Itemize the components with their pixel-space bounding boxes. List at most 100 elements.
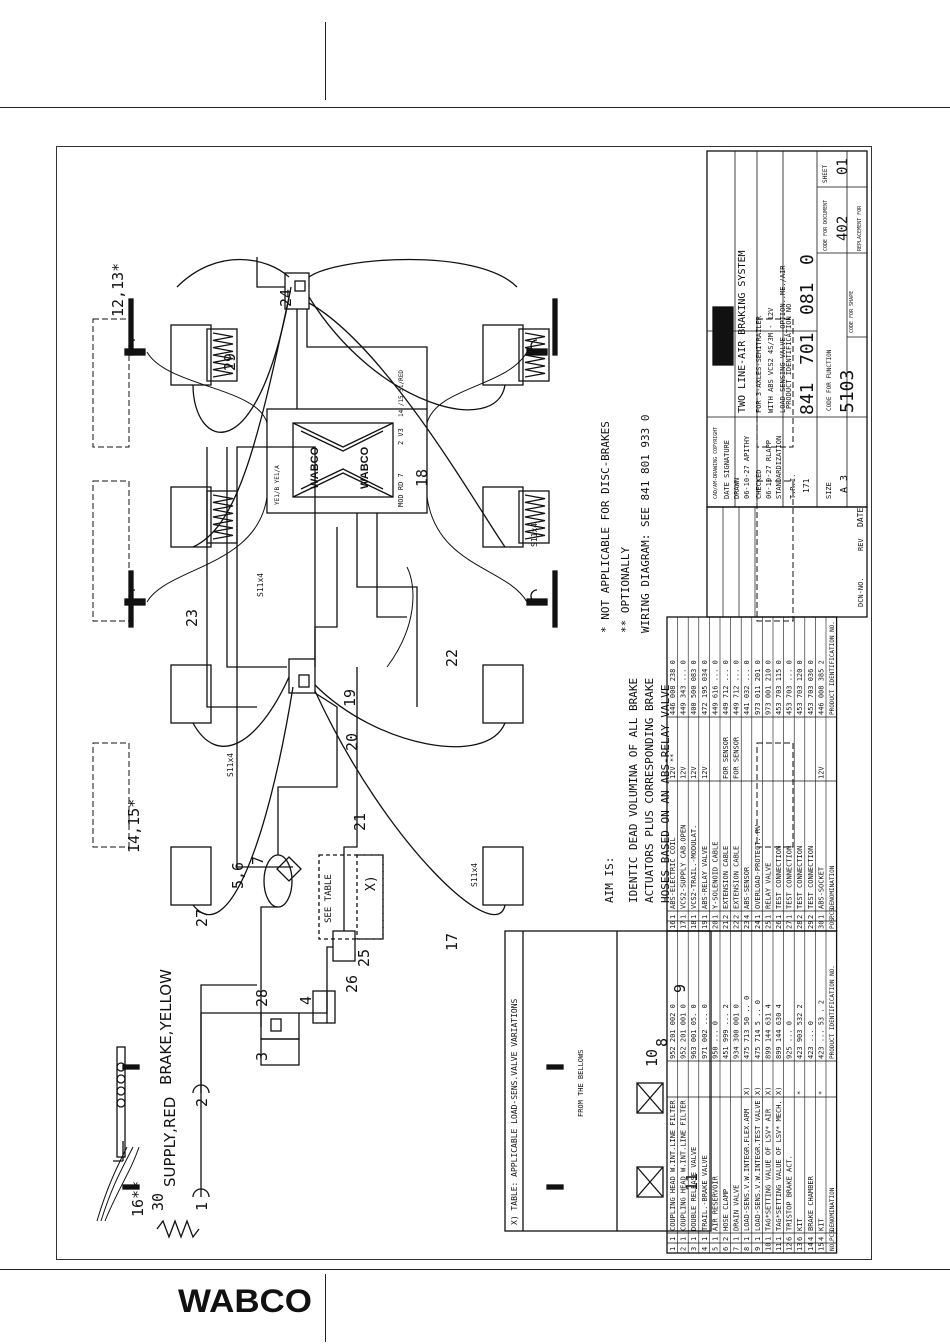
parts-right-cell: 453 703 ... 0 — [786, 660, 794, 715]
sensor-cable — [426, 496, 528, 603]
double-release-valve — [260, 1012, 300, 1040]
parts-left-cell: 6 — [796, 1237, 804, 1241]
parts-right-cell: 17 — [680, 921, 688, 929]
revision-block — [706, 506, 868, 618]
parts-left-cell: 971 002 ... 0 — [701, 1004, 709, 1059]
parts-right-cell: 2 — [722, 915, 730, 919]
part-number-group: 841 — [797, 382, 818, 415]
parts-left-cell: 2 — [722, 1237, 730, 1241]
parts-left-cell: 12 — [786, 1243, 794, 1251]
parts-left-cell: 8 — [743, 1247, 751, 1251]
parts-right-cell: 453 703 120 0 — [796, 660, 804, 715]
parts-right-cell: 449 712 ... 0 — [733, 660, 741, 715]
parts-left-cell: 11 — [775, 1243, 783, 1251]
brake-hose — [192, 686, 294, 916]
trailer-wheel-icon — [116, 1074, 126, 1084]
product-id-label: PRODUCT IDENTIFICATION NO — [785, 304, 793, 409]
parts-right-cell: 22 — [733, 921, 741, 929]
trailer-wheel-icon — [116, 1062, 126, 1072]
parts-right-cell: OVERLOAD-PROTECT.-RV — [754, 824, 762, 909]
replacement-label: REPLACEMENT FOR — [857, 205, 863, 251]
wabco-logo: WABCO — [178, 1283, 312, 1318]
parts-right-cell: 400 500 083 0 — [690, 660, 698, 715]
parts-right-cell: 453 703 115 0 — [775, 660, 783, 715]
parts-right-cell: VCS2-SUPPLY CAB.OPEN — [680, 825, 688, 909]
checked-value: 06-10-27 RLAPP — [765, 440, 773, 499]
brake-hose — [314, 690, 506, 916]
brake-chamber — [482, 846, 524, 906]
axle-stub — [122, 1064, 140, 1070]
parts-right-cell: 449 712 ... 0 — [722, 660, 730, 715]
components — [92, 272, 794, 1198]
parts-right-cell: EXTENSION CABLE — [722, 846, 730, 909]
ecu-logo-text: WABCO — [359, 446, 371, 489]
lsv-valve-symbol — [636, 1082, 664, 1114]
parts-left-cell: X) — [764, 1087, 772, 1095]
parts-left-cell: DRAIN VALVE — [733, 1185, 741, 1231]
parts-left-cell: 451 999 ... 2 — [722, 1004, 730, 1059]
parts-right-cell: 441 032 ... 0 — [743, 660, 751, 715]
air-line — [306, 309, 428, 409]
callout-2: 2 — [193, 1098, 211, 1107]
see-table-label: SEE TABLE — [324, 874, 334, 923]
parts-left-cell: 1 — [680, 1237, 688, 1241]
callout-10: 10 — [643, 1049, 661, 1067]
parts-right-cell: FOR SENSOR — [733, 736, 741, 779]
date-signature-label: DATE SIGNATURE — [723, 440, 731, 499]
parts-left-cell: 899 144 630 4 — [775, 1004, 783, 1059]
brake-hose — [192, 676, 290, 747]
parts-left-cell: 475 714 5 .. 0 — [754, 1000, 762, 1059]
aim-line: HOSES BASED ON AN ABS-RELAY VALVE — [659, 684, 672, 903]
modulator-plate — [292, 422, 394, 498]
parts-right-cell: 30 — [817, 921, 825, 929]
parts-left-cell: TRISTOP BRAKE ACT. — [786, 1155, 794, 1231]
parts-right-cell: 4 — [743, 915, 751, 919]
parts-list — [504, 150, 868, 1254]
bottom-rule — [0, 1269, 950, 1270]
tristop-chamber-spring-housing — [206, 490, 238, 544]
double-release-valve — [260, 1038, 300, 1066]
parts-left-cell: 1 — [733, 1237, 741, 1241]
parts-right-cell: 449 343 ... 0 — [680, 660, 688, 715]
parts-right-cell: 20 — [711, 921, 719, 929]
sheet-number: 01 — [835, 158, 851, 175]
callout-1: 1 — [193, 1202, 211, 1211]
code-for-document-label: CODE FOR DOCUMENT — [823, 200, 829, 251]
parts-right-cell: 1 — [711, 915, 719, 919]
parts-right-cell: VCS2-TRAIL.-MODULAT. — [690, 825, 698, 909]
callout-11: 11 — [683, 1173, 701, 1191]
lsv-table-frame — [504, 930, 712, 1232]
parts-left-cell: X) — [775, 1087, 783, 1095]
callout-3: 3 — [253, 1052, 271, 1061]
drawing-title-line: FOR 3-AXLES-SEMITRAILER — [755, 315, 763, 413]
parts-left-cell: 7 — [733, 1247, 741, 1251]
callout-21: 21 — [351, 813, 369, 831]
parts-left-cell: LOAD-SENS.V.W.INTEGR.TEST VALVE — [754, 1100, 762, 1231]
air-line — [206, 447, 257, 708]
ecu-port-label: 2 V3 — [397, 428, 405, 445]
parts-left-cell: 475 713 50 .. 0 — [743, 996, 751, 1059]
callout-18: 18 — [413, 469, 431, 487]
parts-right-cell: 453 703 036 0 — [807, 660, 815, 715]
axle-bar — [552, 570, 558, 628]
drawn-value: 06-10-27 APITHY — [743, 435, 751, 499]
coupling-head-supply — [192, 1188, 210, 1198]
parts-right-cell: 12V — [701, 766, 709, 779]
parts-right-cell: TEST CONNECTION — [786, 846, 794, 909]
callout-29: 29 — [221, 353, 239, 371]
callout-26: 26 — [343, 975, 361, 993]
modulator-graphic — [300, 430, 384, 490]
lsv-valve-symbol — [636, 1166, 664, 1198]
sensor-cable — [146, 496, 268, 603]
abs-relay-valve — [288, 658, 316, 694]
parts-left-cell: 3 — [690, 1247, 698, 1251]
parts-right-cell: 12V ** — [669, 754, 677, 779]
s11x4-label: S11x4 — [530, 523, 539, 547]
parts-right-cell: 23 — [743, 921, 751, 929]
air-line — [343, 667, 358, 931]
tristop-chamber — [482, 324, 524, 386]
note-not-applicable: * NOT APPLICABLE FOR DISC-BRAKES — [599, 421, 612, 633]
